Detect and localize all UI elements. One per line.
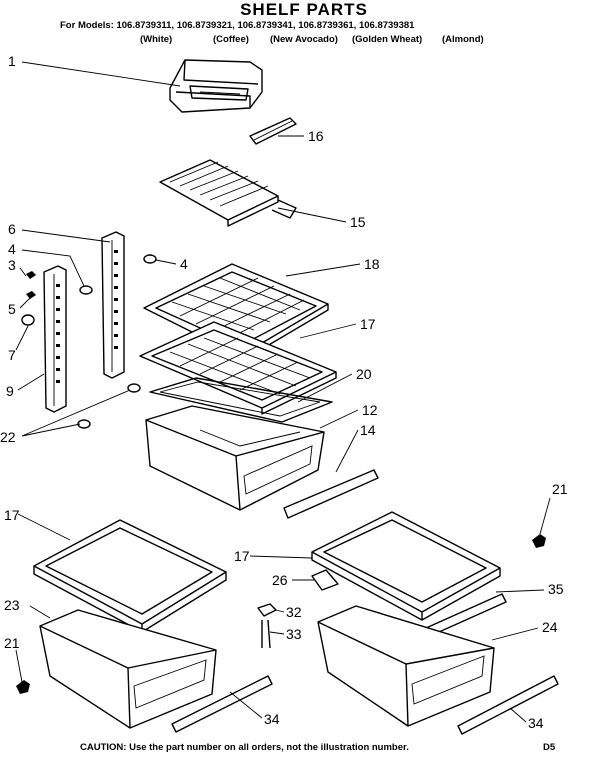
color-new-avocado: (New Avocado) xyxy=(270,34,338,45)
callout-32: 32 xyxy=(286,604,302,620)
part-34-cover-left xyxy=(171,675,273,733)
part-14-cover xyxy=(283,469,379,519)
callout-34-left: 34 xyxy=(264,711,280,727)
callout-17-lower-left: 17 xyxy=(4,507,20,523)
callout-21-right: 21 xyxy=(552,481,568,497)
color-golden-wheat: (Golden Wheat) xyxy=(352,34,423,45)
part-24-pan xyxy=(317,605,495,727)
callout-6: 6 xyxy=(8,221,16,237)
part-20-frame xyxy=(149,377,333,423)
callout-21-left: 21 xyxy=(4,635,20,651)
callout-34-right: 34 xyxy=(528,715,544,731)
callout-3: 3 xyxy=(8,257,16,273)
callout-24: 24 xyxy=(542,619,558,635)
part-12-drawer xyxy=(145,405,325,511)
callout-7: 7 xyxy=(8,347,16,363)
callout-17-lower-right: 17 xyxy=(234,548,250,564)
callout-4-right: 4 xyxy=(180,256,188,272)
callout-22: 22 xyxy=(0,429,16,445)
callout-17-upper: 17 xyxy=(360,316,376,332)
callout-35: 35 xyxy=(548,581,564,597)
part-23-pan xyxy=(39,609,217,729)
callout-4-left: 4 xyxy=(8,241,16,257)
callout-26: 26 xyxy=(272,572,288,588)
leader-lines xyxy=(15,61,551,723)
callout-1: 1 xyxy=(8,53,16,69)
part-32-33-hardware xyxy=(257,603,277,649)
callout-20: 20 xyxy=(356,366,372,382)
part-17-shelf-upper xyxy=(139,321,337,415)
part-16-bracket xyxy=(249,117,297,145)
callout-33: 33 xyxy=(286,626,302,642)
part-1-bin xyxy=(169,59,263,113)
part-6-rail xyxy=(101,231,125,379)
part-21-left xyxy=(16,680,30,694)
color-white: (White) xyxy=(140,34,173,45)
caution-note: CAUTION: Use the part number on all orde… xyxy=(80,742,409,753)
part-34-cover-right xyxy=(457,675,559,735)
color-coffee: (Coffee) xyxy=(213,34,249,45)
part-17-shelf-lower-right xyxy=(311,511,501,621)
part-15-wire-shelf xyxy=(159,159,297,227)
part-21-right xyxy=(532,534,546,548)
page-title: SHELF PARTS xyxy=(240,0,368,19)
callout-numbers: 1 16 15 6 4 4 3 5 7 9 22 18 17 20 12 14 … xyxy=(0,53,568,731)
models-line: For Models: 106.8739311, 106.8739321, 10… xyxy=(60,20,415,31)
callout-12: 12 xyxy=(362,402,378,418)
part-9-rail xyxy=(43,265,67,413)
callout-9: 9 xyxy=(6,383,14,399)
diagram-code: D5 xyxy=(543,742,556,753)
callout-18: 18 xyxy=(364,256,380,272)
callout-16: 16 xyxy=(308,128,324,144)
callout-5: 5 xyxy=(8,301,16,317)
small-fasteners xyxy=(21,254,157,429)
callout-23: 23 xyxy=(4,597,20,613)
color-almond: (Almond) xyxy=(442,34,484,45)
callout-15: 15 xyxy=(350,214,366,230)
callout-14: 14 xyxy=(360,422,376,438)
